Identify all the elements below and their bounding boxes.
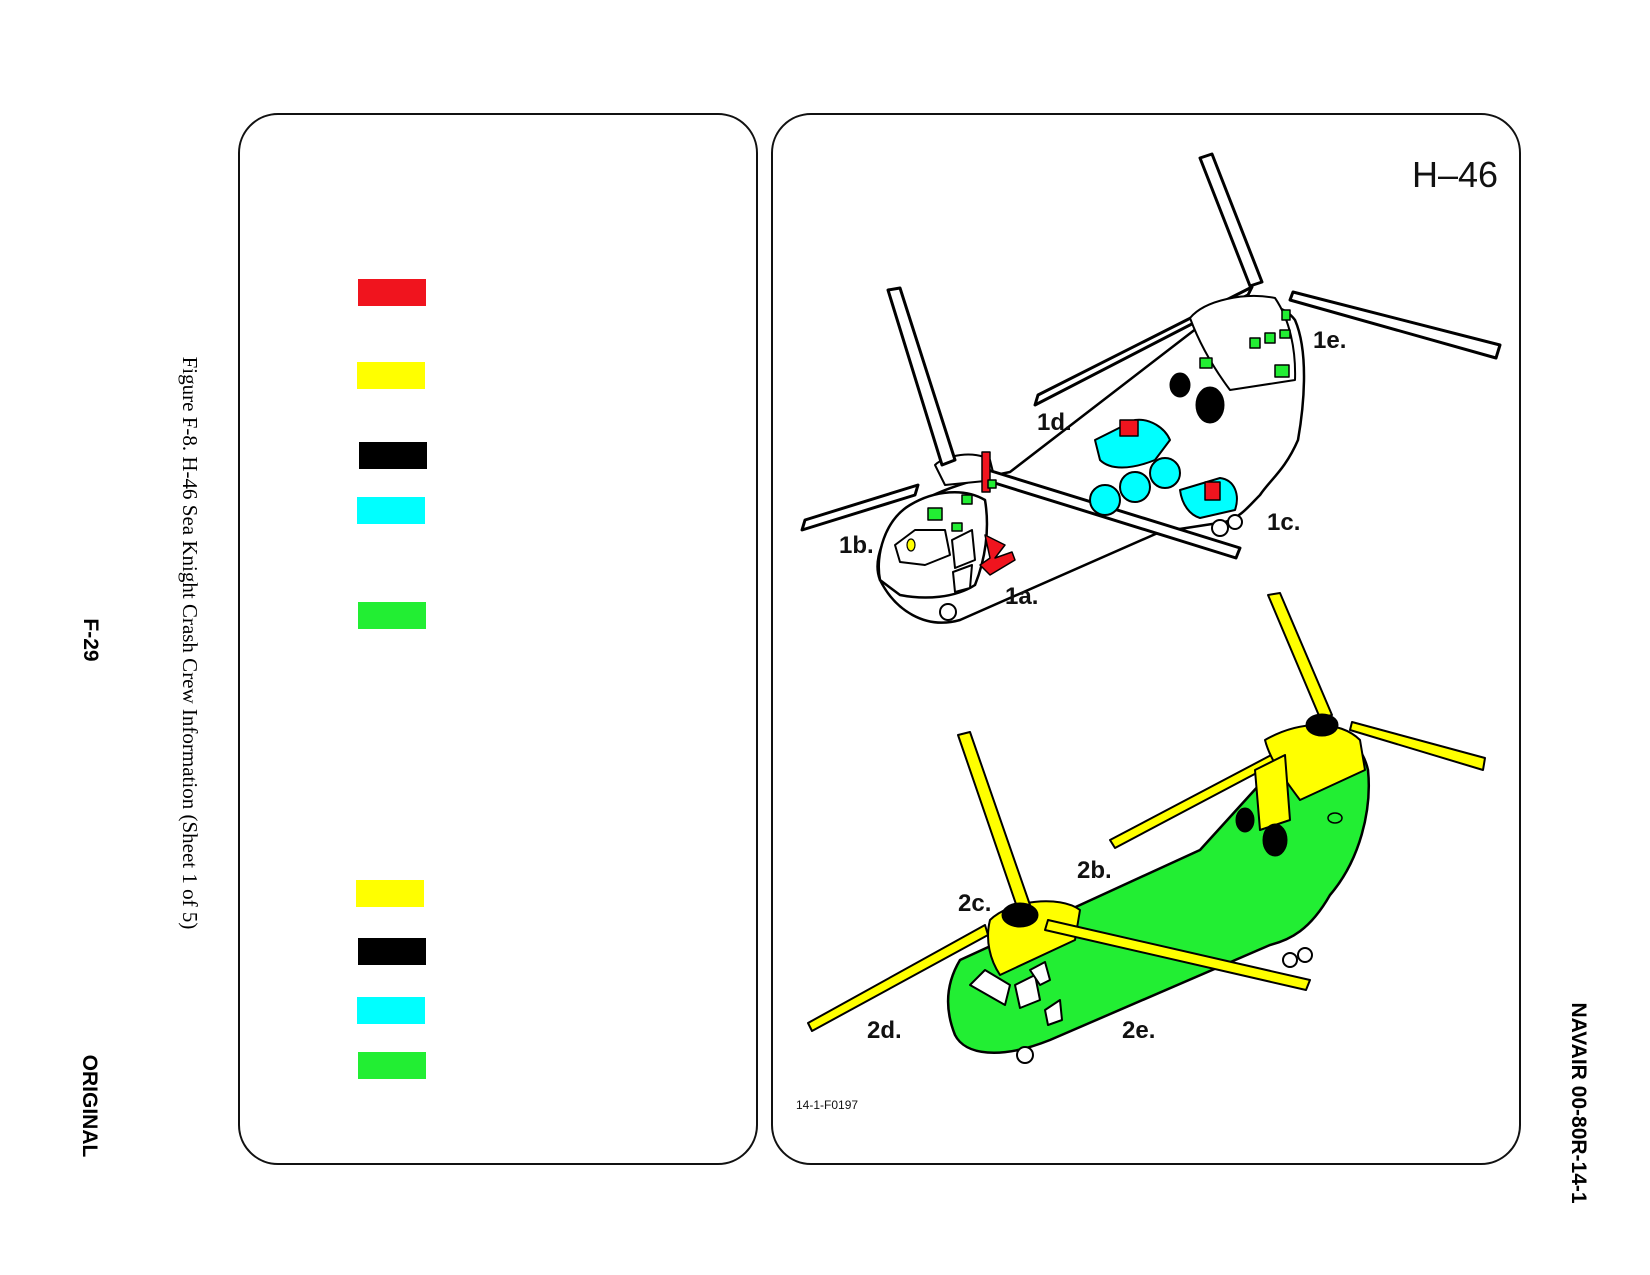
callout-1d: 1d. [1037, 409, 1072, 436]
callout-2e: 2e. [1122, 1017, 1156, 1044]
callout-2d: 2d. [867, 1017, 902, 1044]
figure-id: 14-1-F0197 [796, 1098, 859, 1112]
callout-2b: 2b. [1077, 857, 1112, 884]
callout-2c: 2c. [958, 890, 992, 917]
callout-1c: 1c. [1267, 509, 1301, 536]
legend-swatch-black [359, 442, 427, 469]
aircraft-designation: H–46 [1412, 154, 1499, 195]
legend-swatch-red [358, 279, 426, 306]
callout-1a: 1a. [1005, 583, 1039, 610]
legend-swatch-green-2 [358, 1052, 426, 1079]
legend-swatch-black-2 [358, 938, 426, 965]
callout-1b: 1b. [839, 532, 874, 559]
legend-swatch-green [358, 602, 426, 629]
legend-swatch-cyan [357, 497, 425, 524]
helicopter-bottom-illustration [807, 592, 1486, 1064]
legend-swatch-cyan-2 [357, 997, 425, 1024]
legend-panel [238, 113, 758, 1165]
callout-1e: 1e. [1313, 327, 1347, 354]
legend-swatch-yellow [357, 362, 425, 389]
helicopter-top-illustration [800, 152, 1502, 624]
legend-swatch-yellow-2 [356, 880, 424, 907]
